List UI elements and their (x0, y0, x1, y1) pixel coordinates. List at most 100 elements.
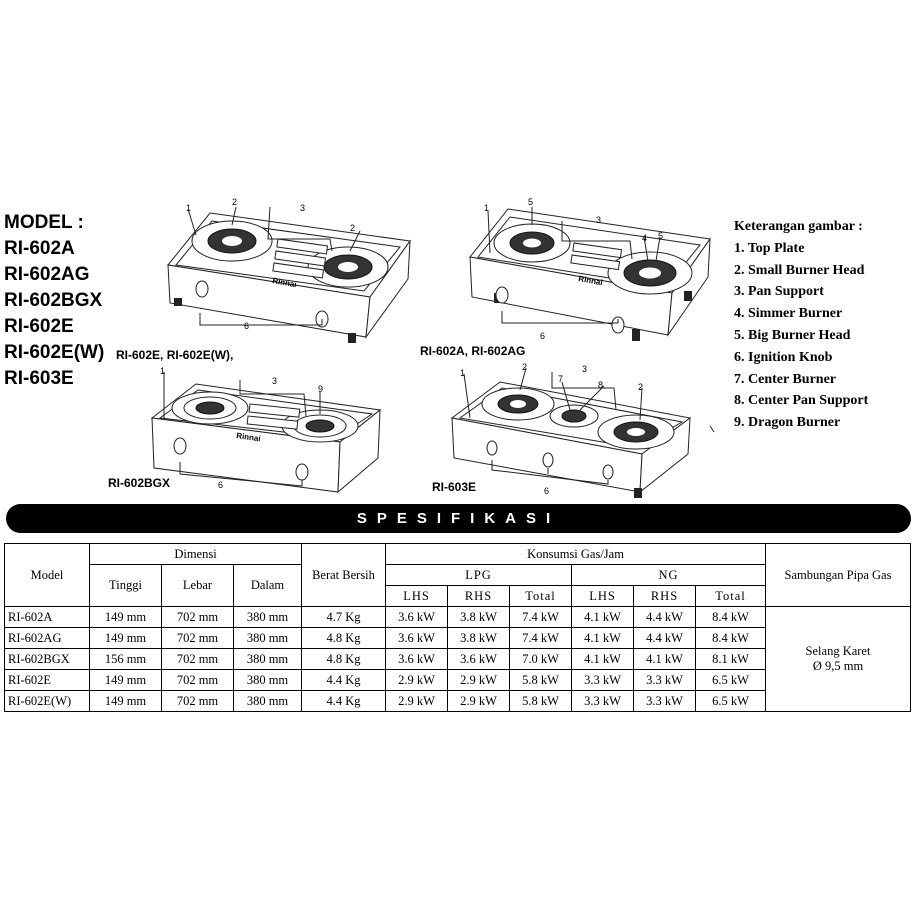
caption-603e: RI-603E (432, 480, 477, 494)
spesifikasi-banner: SPESIFIKASI (6, 504, 911, 533)
model-heading: MODEL : RI-602A RI-602AG RI-602BGX RI-60… (4, 210, 104, 392)
model-name: RI-602E(W) (4, 342, 105, 363)
ignition-knobs (173, 437, 309, 481)
cell-tinggi: 149 mm (89, 606, 162, 628)
cell-model: RI-602E(W) (4, 690, 90, 712)
header-lebar: Lebar (161, 564, 234, 607)
model-name: RI-603E (4, 368, 74, 389)
callout-number: 8 (598, 380, 603, 390)
caption-602e: RI-602E, RI-602E(W), (116, 348, 234, 362)
pan-support-grates (272, 238, 329, 279)
table-row: RI-602AG 149 mm 702 mm 380 mm 4.8 Kg 3.6… (4, 627, 911, 649)
cell-lpg-total: 7.4 kW (509, 606, 572, 628)
callout-number: 6 (540, 331, 545, 341)
stove-illustration-602e: Rinnai 1 2 3 2 6 (167, 197, 411, 343)
table-row: RI-602E(W) 149 mm 702 mm 380 mm 4.4 Kg 2… (4, 690, 911, 712)
cell-ng-rhs: 3.3 kW (633, 669, 696, 691)
header-lpg: LPG (385, 564, 572, 586)
header-ng-total: Total (695, 585, 766, 607)
legend-item: 3. Pan Support (734, 284, 824, 300)
callout-number: 6 (544, 486, 549, 496)
cell-ng-lhs: 3.3 kW (571, 690, 634, 712)
callout-number: 1 (186, 203, 191, 213)
cell-tinggi: 149 mm (89, 627, 162, 649)
legend-item: 9. Dragon Burner (734, 415, 841, 431)
cell-ng-lhs: 4.1 kW (571, 627, 634, 649)
ignition-knobs (495, 286, 625, 334)
cell-dalam: 380 mm (233, 669, 302, 691)
burner-right (307, 246, 389, 288)
cell-dalam: 380 mm (233, 606, 302, 628)
cell-berat: 4.4 Kg (301, 669, 386, 691)
header-lpg-rhs: RHS (447, 585, 510, 607)
cell-berat: 4.8 Kg (301, 627, 386, 649)
cell-ng-rhs: 3.3 kW (633, 690, 696, 712)
cell-tinggi: 149 mm (89, 669, 162, 691)
cell-ng-lhs: 3.3 kW (571, 669, 634, 691)
cell-ng-rhs: 4.1 kW (633, 648, 696, 670)
table-row: RI-602E 149 mm 702 mm 380 mm 4.4 Kg 2.9 … (4, 669, 911, 691)
burner-right (597, 414, 675, 450)
header-dalam: Dalam (233, 564, 302, 607)
cell-dalam: 380 mm (233, 648, 302, 670)
cell-ng-total: 6.5 kW (695, 690, 766, 712)
spec-table: Model Dimensi Berat Bersih Konsumsi Gas/… (4, 543, 911, 712)
cell-lpg-total: 7.4 kW (509, 627, 572, 649)
cell-ng-total: 6.5 kW (695, 669, 766, 691)
callout-number: 3 (272, 376, 277, 386)
header-ng: NG (571, 564, 766, 586)
header-lpg-total: Total (509, 585, 572, 607)
header-ng-rhs: RHS (633, 585, 696, 607)
callout-number: 3 (582, 364, 587, 374)
cell-tinggi: 149 mm (89, 690, 162, 712)
caption-602bgx: RI-602BGX (108, 476, 171, 490)
burner-left (191, 220, 273, 262)
cell-lpg-lhs: 3.6 kW (385, 627, 448, 649)
cell-dalam: 380 mm (233, 627, 302, 649)
header-sambungan: Sambungan Pipa Gas (765, 543, 911, 607)
cell-model: RI-602A (4, 606, 90, 628)
cell-lebar: 702 mm (161, 627, 234, 649)
header-dimensi: Dimensi (89, 543, 302, 565)
cell-model: RI-602BGX (4, 648, 90, 670)
cell-tinggi: 156 mm (89, 648, 162, 670)
model-name: RI-602E (4, 316, 74, 337)
cell-lebar: 702 mm (161, 648, 234, 670)
cell-ng-rhs: 4.4 kW (633, 606, 696, 628)
cell-berat: 4.4 Kg (301, 690, 386, 712)
legend: Keterangan gambar : 1. Top Plate 2. Smal… (734, 216, 868, 434)
legend-item: 8. Center Pan Support (734, 393, 869, 409)
cell-ng-lhs: 4.1 kW (571, 606, 634, 628)
header-ng-lhs: LHS (571, 585, 634, 607)
cell-lpg-total: 7.0 kW (509, 648, 572, 670)
callout-number: 5 (658, 231, 663, 241)
header-lpg-lhs: LHS (385, 585, 448, 607)
cell-sambungan: Selang Karet Ø 9,5 mm (765, 606, 911, 712)
cell-dalam: 380 mm (233, 690, 302, 712)
header-berat: Berat Bersih (301, 543, 386, 607)
legend-item: 5. Big Burner Head (734, 327, 851, 343)
legend-item: 7. Center Burner (734, 371, 836, 387)
cell-lebar: 702 mm (161, 606, 234, 628)
burner-center (549, 404, 599, 428)
cell-lpg-rhs: 2.9 kW (447, 690, 510, 712)
cell-ng-total: 8.4 kW (695, 606, 766, 628)
cell-lpg-lhs: 2.9 kW (385, 669, 448, 691)
burner-right (607, 251, 693, 295)
cell-ng-rhs: 4.4 kW (633, 627, 696, 649)
callout-number: 2 (638, 382, 643, 392)
brand-logo: Rinnai (236, 431, 261, 443)
cell-ng-total: 8.4 kW (695, 627, 766, 649)
cell-lpg-rhs: 2.9 kW (447, 669, 510, 691)
cell-lpg-total: 5.8 kW (509, 690, 572, 712)
legend-item: 2. Small Burner Head (734, 262, 865, 278)
legend-title: Keterangan gambar : (734, 219, 863, 234)
header-model: Model (4, 543, 90, 607)
header-konsumsi: Konsumsi Gas/Jam (385, 543, 766, 565)
stove-illustration-603e: 1 2 3 7 8 2 6 (450, 362, 715, 498)
callout-number: 2 (232, 197, 237, 207)
callout-number: 4 (642, 233, 647, 243)
cell-lpg-lhs: 3.6 kW (385, 606, 448, 628)
pipe-line-1: Selang Karet (805, 644, 871, 658)
cell-model: RI-602AG (4, 627, 90, 649)
